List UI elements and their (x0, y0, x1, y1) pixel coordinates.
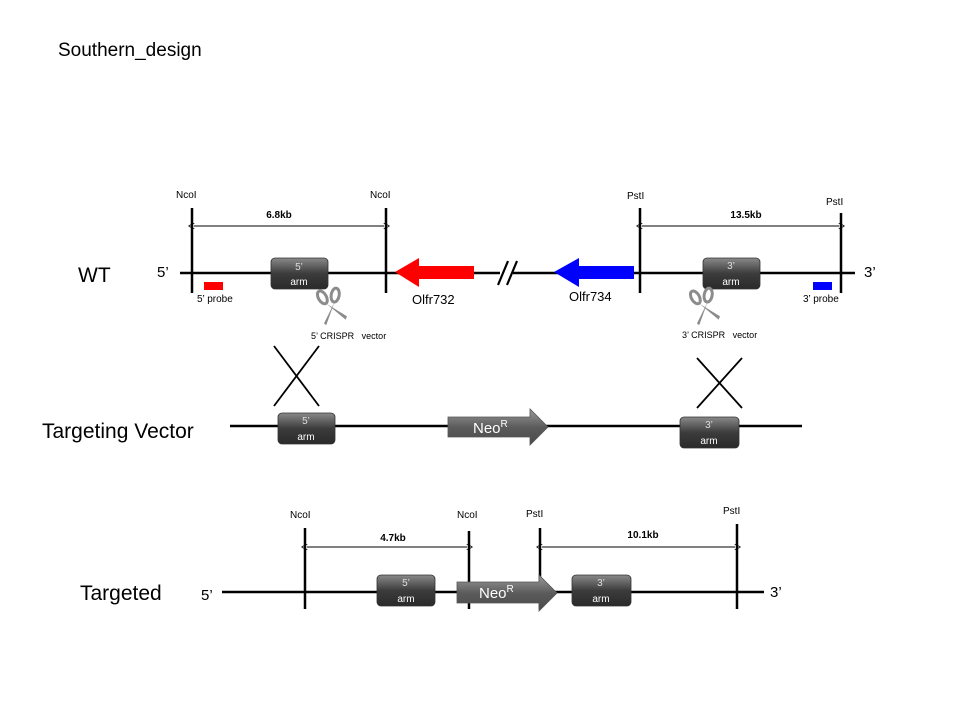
crossover-3prime (696, 357, 743, 409)
wt-break-mark-2 (505, 260, 519, 286)
targeted-3prime-end: 3’ (770, 584, 782, 601)
wt-3prime-arm: 3’ arm (702, 257, 761, 290)
targeted-pstl-distance-label: 10.1kb (627, 530, 658, 541)
vector-3prime-arm: 3’ arm (679, 416, 740, 449)
olfr734-gene-arrow (554, 258, 634, 287)
targeted-3prime-arm-top: 3’ (597, 578, 605, 589)
wt-3prime-end: 3’ (864, 264, 876, 281)
svg-text:NeoR: NeoR (479, 584, 514, 602)
targeted-5prime-arm: 5’ arm (376, 574, 436, 607)
olfr734-label: Olfr734 (569, 289, 612, 304)
wt-ncol-right-label: NcoI (370, 190, 391, 201)
scissors-icon (313, 284, 350, 328)
targeted-pstl-right-label: PstI (723, 506, 740, 517)
crispr-5prime-label: 5’ CRISPR vector (311, 331, 386, 341)
olfr732-gene-arrow (395, 258, 474, 287)
targeted-neo-label: Neo (479, 585, 507, 602)
targeted-neo-cassette: NeoR (456, 574, 558, 612)
wt-3prime-arm-bottom: arm (722, 277, 739, 288)
targeted-5prime-end: 5’ (201, 587, 213, 604)
vector-neo-superscript: R (501, 419, 508, 430)
targeting-vector: Targeting Vector 5’ arm 3’ arm NeoR (42, 408, 802, 449)
wt-label: WT (78, 264, 111, 287)
vector-5prime-arm-top: 5’ (302, 416, 310, 427)
targeted-label: Targeted (80, 582, 162, 605)
wt-5prime-arm-bottom: arm (290, 277, 307, 288)
vector-3prime-arm-top: 3’ (705, 420, 713, 431)
vector-3prime-arm-bottom: arm (700, 436, 717, 447)
wt-pstl-distance-label: 13.5kb (730, 210, 761, 221)
vector-neo-cassette: NeoR (447, 408, 549, 446)
targeted-ncol-distance-label: 4.7kb (380, 533, 406, 544)
wt-3prime-probe-label: 3’ probe (803, 294, 839, 305)
wt-3prime-arm-top: 3’ (727, 261, 735, 272)
wt-5prime-end: 5’ (157, 264, 169, 281)
wt-ncol-left-label: NcoI (176, 190, 197, 201)
wt-5prime-arm: 5’ arm (270, 257, 329, 290)
targeted-3prime-arm: 3’ arm (571, 574, 632, 607)
wt-5prime-probe-label: 5’ probe (197, 294, 233, 305)
crossover-5prime (273, 345, 320, 407)
vector-5prime-arm-bottom: arm (297, 432, 314, 443)
wt-5prime-arm-top: 5’ (295, 262, 303, 273)
wt-3prime-probe (813, 282, 832, 290)
wt-ncol-distance-label: 6.8kb (266, 210, 292, 221)
targeted-neo-superscript: R (507, 584, 514, 595)
targeted-5prime-arm-top: 5’ (402, 578, 410, 589)
targeted-3prime-arm-bottom: arm (592, 594, 609, 605)
targeted-pstl-left-label: PstI (526, 509, 543, 520)
targeting-vector-label: Targeting Vector (42, 420, 194, 443)
vector-neo-label: Neo (473, 420, 501, 437)
targeted-ncol-left-label: NcoI (290, 510, 311, 521)
targeted-allele: Targeted 5’ 3’ NcoI NcoI PstI PstI 4.7kb… (80, 506, 782, 612)
svg-text:NeoR: NeoR (473, 419, 508, 437)
wt-allele: WT 5’ 3’ NcoI NcoI PstI PstI 6.8kb 13.5k… (78, 190, 876, 341)
wt-pstl-left-label: PstI (627, 191, 644, 202)
page-title: Southern_design (58, 40, 202, 61)
targeted-ncol-right-label: NcoI (457, 510, 478, 521)
targeted-5prime-arm-bottom: arm (397, 594, 414, 605)
wt-pstl-right-label: PstI (826, 197, 843, 208)
scissors-icon (686, 284, 723, 328)
wt-5prime-probe (204, 282, 223, 290)
wt-break-mark-1 (496, 260, 510, 286)
vector-5prime-arm: 5’ arm (277, 412, 336, 445)
olfr732-label: Olfr732 (412, 292, 455, 307)
crispr-3prime-label: 3’ CRISPR vector (682, 330, 757, 340)
